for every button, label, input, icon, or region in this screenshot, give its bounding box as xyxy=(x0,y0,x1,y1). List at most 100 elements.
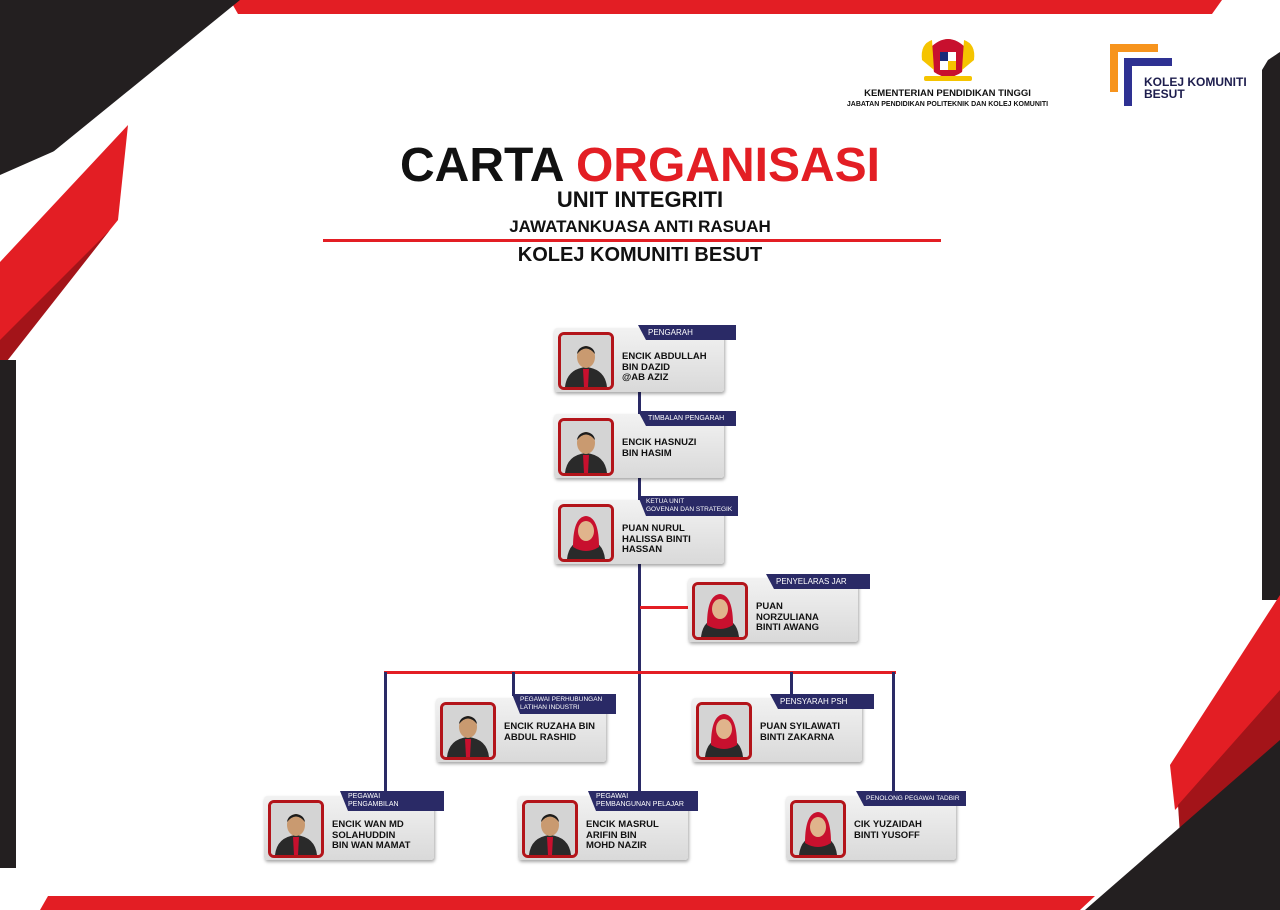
college-logo-text: KOLEJ KOMUNITI BESUT xyxy=(1144,76,1247,100)
member-name: ENCIK WAN MD SOLAHUDDIN BIN WAN MAMAT xyxy=(332,819,411,852)
portrait-icon xyxy=(443,705,493,757)
name-line: @AB AZIZ xyxy=(622,372,669,383)
name-line: BIN WAN MAMAT xyxy=(332,840,411,851)
name-line: BINTI AWANG xyxy=(756,622,819,633)
name-line: NORZULIANA xyxy=(756,611,819,623)
subtitle-college: KOLEJ KOMUNITI BESUT xyxy=(517,244,763,266)
member-card-industry-liaison: PEGAWAI PERHUBUNGAN LATIHAN INDUSTRI ENC… xyxy=(436,694,616,762)
member-photo xyxy=(696,702,752,760)
member-card-jar-coordinator: PENYELARAS JAR PUAN NORZULIANA BINTI AWA… xyxy=(688,574,870,642)
member-card-psh-lecturer: PENSYARAH PSH PUAN SYILAWATI BINTI ZAKAR… xyxy=(692,694,874,762)
name-line: ENCIK HASNUZI xyxy=(622,437,697,448)
member-card-governance-head: KETUA UNIT GOVENAN DAN STRATEGIK PUAN NU… xyxy=(554,496,738,564)
role-tag: KETUA UNIT GOVENAN DAN STRATEGIK xyxy=(638,496,738,516)
portrait-icon xyxy=(271,803,321,855)
name-line: PUAN xyxy=(756,601,783,612)
member-card-deputy-director: TIMBALAN PENGARAH ENCIK HASNUZI BIN HASI… xyxy=(554,411,736,478)
member-photo xyxy=(790,800,846,858)
name-line: PUAN NURUL xyxy=(622,523,685,534)
member-photo xyxy=(522,800,578,858)
role-tag: TIMBALAN PENGARAH xyxy=(638,411,736,426)
name-line: BINTI ZAKARNA xyxy=(760,731,835,743)
portrait-icon xyxy=(561,421,611,473)
subtitle-unit: UNIT INTEGRITI xyxy=(556,187,724,212)
name-line: ENCIK MASRUL xyxy=(586,819,659,830)
role-tag: PENOLONG PEGAWAI TADBIR xyxy=(856,791,966,806)
member-name: PUAN NORZULIANA BINTI AWANG xyxy=(756,601,819,634)
role-label: TIMBALAN PENGARAH xyxy=(648,415,725,422)
connector-right-drop xyxy=(892,672,895,798)
member-name: ENCIK HASNUZI BIN HASIM xyxy=(622,437,697,459)
connector-main-vertical xyxy=(638,390,641,798)
role-label: PEGAWAI PEMBANGUNAN PELAJAR xyxy=(596,793,684,808)
college-logo-line1: KOLEJ KOMUNITI xyxy=(1144,75,1247,89)
member-name: ENCIK MASRUL ARIFIN BIN MOHD NAZIR xyxy=(586,819,659,852)
college-logo-line2: BESUT xyxy=(1144,87,1185,101)
connector-horizontal-bus xyxy=(384,671,896,674)
member-name: PUAN NURUL HALISSA BINTI HASSAN xyxy=(622,523,691,556)
connector-left-drop xyxy=(384,672,387,798)
name-line: CIK YUZAIDAH xyxy=(854,819,922,830)
portrait-icon xyxy=(695,585,745,637)
role-label: PEGAWAI PERHUBUNGAN LATIHAN INDUSTRI xyxy=(520,696,603,711)
name-line: BINTI YUSOFF xyxy=(854,829,920,841)
connector-industry-drop xyxy=(512,672,515,696)
name-line: ARIFIN BIN xyxy=(586,829,637,841)
portrait-icon xyxy=(561,335,611,387)
ministry-crest-icon xyxy=(921,39,975,81)
name-line: MOHD NAZIR xyxy=(586,840,647,851)
role-label: PENYELARAS JAR xyxy=(776,577,847,586)
portrait-icon xyxy=(525,803,575,855)
member-name: CIK YUZAIDAH BINTI YUSOFF xyxy=(854,819,922,841)
name-line: ENCIK ABDULLAH xyxy=(622,351,707,362)
member-photo xyxy=(558,504,614,562)
member-card-student-development: PEGAWAI PEMBANGUNAN PELAJAR ENCIK MASRUL… xyxy=(518,791,698,860)
member-name: PUAN SYILAWATI BINTI ZAKARNA xyxy=(760,721,841,743)
role-tag: PEGAWAI PEMBANGUNAN PELAJAR xyxy=(588,791,698,811)
member-name: ENCIK RUZAHA BIN ABDUL RASHID xyxy=(504,721,595,743)
role-tag: PEGAWAI PERHUBUNGAN LATIHAN INDUSTRI xyxy=(512,694,616,714)
name-line: PUAN SYILAWATI xyxy=(760,721,841,732)
connector-branch-coordinator xyxy=(640,606,688,609)
role-tag: PEGAWAI PENGAMBILAN xyxy=(340,791,444,811)
subtitle-committee: JAWATANKUASA ANTI RASUAH xyxy=(509,217,771,236)
member-card-admin-assistant: PENOLONG PEGAWAI TADBIR CIK YUZAIDAH BIN… xyxy=(786,791,966,860)
member-card-director: PENGARAH ENCIK ABDULLAH BIN DAZID @AB AZ… xyxy=(554,325,736,392)
page-title: CARTA ORGANISASI xyxy=(300,138,980,194)
name-line: BIN DAZID xyxy=(622,361,671,373)
department-name: JABATAN PENDIDIKAN POLITEKNIK DAN KOLEJ … xyxy=(846,101,1049,108)
name-line: BIN HASIM xyxy=(622,447,672,459)
name-line: HASSAN xyxy=(622,544,663,555)
role-label: PENGARAH xyxy=(648,328,693,337)
role-label: PENOLONG PEGAWAI TADBIR xyxy=(866,795,960,802)
member-photo xyxy=(268,800,324,858)
member-photo xyxy=(692,582,748,640)
role-label: KETUA UNIT GOVENAN DAN STRATEGIK xyxy=(646,498,733,513)
ministry-block: KEMENTERIAN PENDIDIKAN TINGGI JABATAN PE… xyxy=(830,88,1065,108)
member-photo xyxy=(558,418,614,476)
kolej-komuniti-logo-icon xyxy=(1110,44,1172,106)
title-word-1: CARTA xyxy=(399,139,563,192)
role-label: PEGAWAI PENGAMBILAN xyxy=(348,793,399,808)
member-name: ENCIK ABDULLAH BIN DAZID @AB AZIZ xyxy=(622,351,707,384)
portrait-icon xyxy=(561,507,611,559)
title-word-2: ORGANISASI xyxy=(575,139,880,192)
member-card-admissions: PEGAWAI PENGAMBILAN ENCIK WAN MD SOLAHUD… xyxy=(264,791,444,860)
portrait-icon xyxy=(793,803,843,855)
role-tag: PENSYARAH PSH xyxy=(770,694,874,709)
ministry-name: KEMENTERIAN PENDIDIKAN TINGGI xyxy=(864,88,1031,99)
role-tag: PENYELARAS JAR xyxy=(766,574,870,589)
name-line: ENCIK RUZAHA BIN xyxy=(504,721,595,732)
role-tag: PENGARAH xyxy=(638,325,736,340)
member-photo xyxy=(440,702,496,760)
role-label: PENSYARAH PSH xyxy=(780,697,848,706)
name-line: ENCIK WAN MD xyxy=(332,819,404,830)
title-divider xyxy=(323,239,941,242)
name-line: HALISSA BINTI xyxy=(622,533,691,545)
connector-psh-drop xyxy=(790,672,793,696)
portrait-icon xyxy=(699,705,749,757)
name-line: SOLAHUDDIN xyxy=(332,829,396,841)
member-photo xyxy=(558,332,614,390)
name-line: ABDUL RASHID xyxy=(504,731,577,743)
